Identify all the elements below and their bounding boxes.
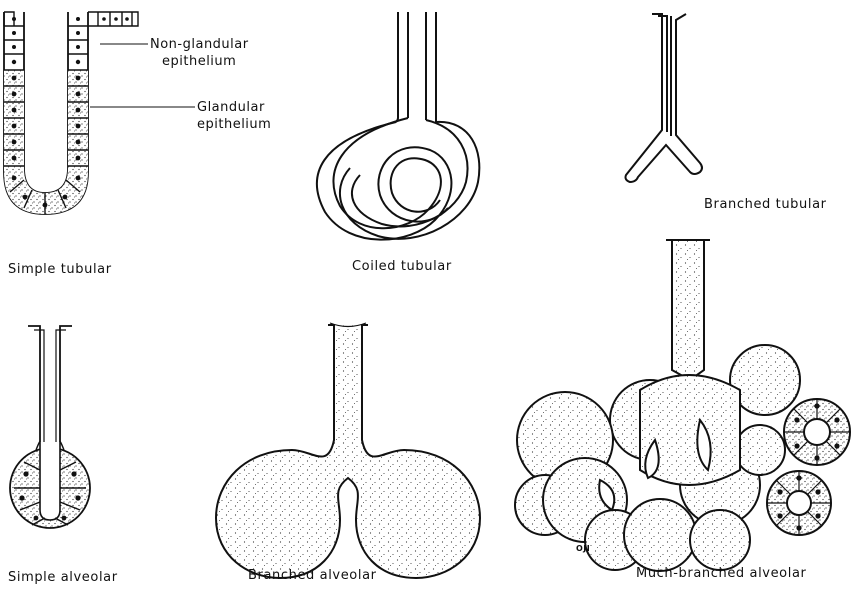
non-glandular-epithelium-label: Non-glandular epithelium [150, 36, 249, 70]
glandular-epithelium-label: Glandular epithelium [197, 99, 271, 133]
non-glandular-line2: epithelium [150, 53, 249, 70]
simple-alveolar-gland [10, 326, 90, 528]
branched-alveolar-gland [216, 323, 480, 578]
glandular-line2: epithelium [197, 116, 271, 133]
coiled-tubular-gland [317, 12, 479, 240]
label-branched-tubular: Branched tubular [704, 197, 827, 212]
branched-tubular-gland [626, 14, 703, 182]
non-glandular-line1: Non-glandular [150, 36, 249, 53]
label-coiled-tubular: Coiled tubular [352, 259, 452, 274]
glandular-line1: Glandular [197, 99, 271, 116]
artist-signature: OJI [576, 544, 590, 553]
label-branched-alveolar: Branched alveolar [248, 568, 377, 583]
label-simple-tubular: Simple tubular [8, 262, 112, 277]
label-much-branched-alveolar: Much-branched alveolar [636, 566, 806, 581]
label-simple-alveolar: Simple alveolar [8, 570, 118, 585]
much-branched-alveolar-gland [515, 240, 850, 571]
